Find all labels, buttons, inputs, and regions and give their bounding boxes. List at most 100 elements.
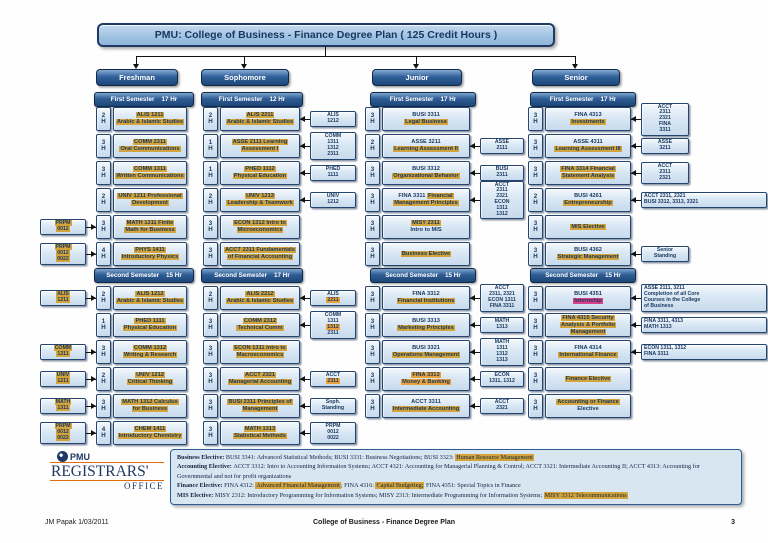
connector-line bbox=[325, 46, 326, 57]
prereq-arrow-icon bbox=[300, 295, 310, 301]
text-segment: 2321 bbox=[496, 405, 508, 411]
text-segment: BUSI 3312 bbox=[412, 166, 440, 172]
prereq-text-line: 1312 bbox=[496, 351, 508, 358]
text-segment: ALIS 2211 bbox=[245, 112, 275, 118]
semester-label: First Semester bbox=[389, 96, 434, 103]
text-segment: 0012 bbox=[56, 429, 70, 436]
text-segment: 1111 bbox=[327, 172, 339, 178]
prereq-slot bbox=[310, 340, 356, 364]
connector-line bbox=[136, 56, 137, 65]
text-segment: 1311 bbox=[56, 405, 70, 411]
prereq-text-line: UNIV bbox=[327, 193, 339, 200]
credit-hours-value: 3 bbox=[533, 344, 538, 352]
prereq-arrow-icon bbox=[631, 251, 641, 257]
credit-hours-value: 3 bbox=[370, 317, 375, 325]
prereq-arrow-icon bbox=[300, 197, 310, 203]
credit-hours-value: 4 bbox=[101, 425, 106, 433]
text-segment: BUSI 4362 bbox=[574, 247, 602, 253]
text-segment: COMM 2311 bbox=[133, 139, 167, 145]
text-segment: Statistical Methods bbox=[233, 433, 287, 439]
prereq-text-line: Courses in the College bbox=[644, 297, 700, 304]
prereq-text-line: 1312 bbox=[496, 210, 508, 218]
pmu-globe-icon bbox=[57, 451, 68, 462]
credit-hours-value: 3 bbox=[533, 138, 538, 146]
arrow-slot bbox=[470, 340, 480, 364]
text-segment: 0022 bbox=[327, 434, 339, 441]
class-header-sophomore: Sophomore bbox=[201, 69, 289, 86]
arrow-slot bbox=[300, 242, 310, 266]
prereq-text-line: 3311 bbox=[659, 127, 670, 134]
course-text-line: Business Elective bbox=[400, 250, 452, 258]
credit-hours-unit: H bbox=[208, 199, 213, 206]
text-segment: Accounting or Finance bbox=[556, 399, 620, 405]
prereq-arrow-icon bbox=[300, 170, 310, 176]
prereq-text-line: 1311 bbox=[56, 405, 70, 412]
text-segment: MISY 2312: Introductory Programming for … bbox=[214, 491, 544, 499]
course-text-line: FINA 4315 Security bbox=[561, 314, 615, 322]
text-segment: 1312 bbox=[496, 210, 508, 217]
prereq-text-line: FINA 3311, 4313 bbox=[644, 318, 683, 325]
text-segment: FINA 3312 bbox=[412, 291, 440, 297]
text-segment: 1212 bbox=[327, 118, 339, 124]
course-text-line: Learning Assessment II bbox=[393, 146, 459, 153]
prereq-arrow-icon bbox=[631, 349, 641, 355]
text-segment: Arabic & Islamic Studies bbox=[115, 119, 185, 125]
credit-hours-value: 2 bbox=[101, 192, 106, 200]
connector-arrowhead-icon bbox=[572, 64, 578, 69]
credit-hours-value: 3 bbox=[533, 111, 538, 119]
arrow-slot bbox=[631, 313, 641, 337]
text-segment: 1311 bbox=[496, 345, 508, 352]
credit-hours-unit: H bbox=[533, 297, 538, 304]
text-segment: of Business bbox=[644, 302, 674, 309]
prereq-text-line: of Business bbox=[644, 302, 674, 310]
electives-legend-box: Business Elective: BUSI 3341: Advanced S… bbox=[170, 449, 742, 505]
text-segment: Soph. bbox=[325, 399, 341, 406]
arrow-slot bbox=[300, 421, 310, 445]
text-segment: BUSI 4351 bbox=[574, 291, 602, 297]
arrow-slot bbox=[631, 107, 641, 131]
course-text-line: Investments bbox=[570, 119, 606, 126]
credit-hours-value: 3 bbox=[370, 371, 375, 379]
prereq-text-line: ALIS bbox=[327, 291, 339, 298]
text-segment: ALIS bbox=[327, 291, 339, 298]
prereq-text-line: MATH bbox=[495, 318, 510, 325]
course-text-line: ASSE 3211 bbox=[411, 139, 440, 146]
credit-hours-value: 2 bbox=[533, 192, 538, 200]
prereq-arrow-icon bbox=[86, 224, 96, 230]
text-segment: Standing bbox=[653, 253, 677, 259]
credit-hours-unit: H bbox=[533, 253, 538, 260]
credit-hours-value: 3 bbox=[533, 246, 538, 254]
prereq-text-line: ACCT bbox=[658, 163, 672, 170]
text-segment: Management bbox=[569, 328, 607, 335]
text-segment: PRPM bbox=[54, 220, 72, 227]
prereq-text-line: ECON 1311, 1312 bbox=[644, 345, 686, 352]
